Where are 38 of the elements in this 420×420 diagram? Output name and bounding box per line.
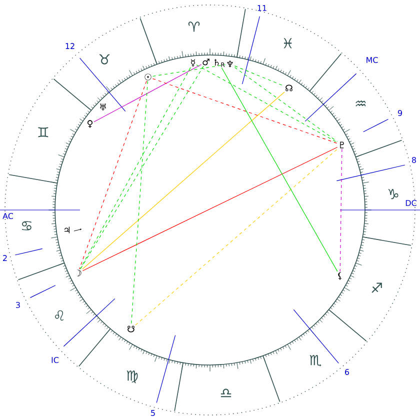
aspect-line	[130, 80, 148, 326]
aspect-line	[234, 66, 285, 86]
zodiac-sign: ♋	[22, 221, 32, 230]
zodiac-sign: ♊	[38, 127, 48, 138]
aspect-line	[82, 146, 338, 272]
zodiac-sign: ♌	[55, 310, 64, 321]
aspect-line	[340, 148, 342, 272]
aspect-line	[94, 64, 202, 122]
planet-symbol: ♇	[340, 142, 344, 148]
zodiac-sign: ♎	[220, 388, 232, 398]
aspect-line	[79, 80, 147, 270]
aspect-line	[82, 92, 285, 270]
aspect-line	[152, 78, 338, 144]
aspect-line	[152, 64, 226, 77]
planet-symbol: ♃	[64, 226, 70, 234]
planet-symbol: ♅	[100, 104, 106, 110]
planet-symbol: ♂	[202, 58, 210, 66]
zodiac-sign: ♍	[126, 370, 138, 384]
zodiac-sign: ♒	[356, 100, 366, 106]
planet-symbol: ☊	[286, 84, 292, 92]
planet-symbol: ♄$_{R}$	[214, 59, 225, 67]
planet-symbol: ♀	[87, 120, 93, 128]
zodiac-sign: ♏	[310, 354, 322, 366]
aspect-line	[196, 64, 338, 143]
zodiac-sign: ♓	[284, 38, 292, 48]
zodiac-sign: ♈	[188, 22, 200, 32]
aspect-line	[234, 67, 338, 142]
planet-symbol: ☋	[128, 326, 134, 332]
planet-symbol: ♆	[227, 60, 233, 68]
zodiac-sign: ♐	[372, 282, 382, 293]
aspect-line	[221, 67, 338, 272]
planet-symbol: ☉	[144, 74, 152, 80]
zodiac-sign: ♑	[388, 188, 398, 200]
planet-symbol: ☿	[191, 59, 195, 67]
aspect-line	[135, 148, 338, 326]
zodiac-sign: ♉	[100, 54, 110, 64]
planet-symbol: ⚸	[338, 272, 342, 280]
planet-symbol: ☽	[77, 270, 82, 276]
